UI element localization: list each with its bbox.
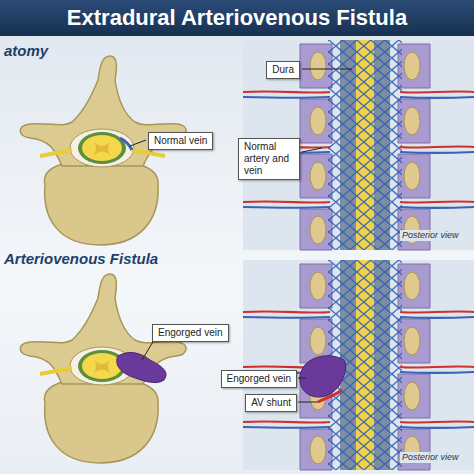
- callout-box: Engorged vein: [221, 370, 298, 388]
- callout-text: Dura: [272, 64, 294, 76]
- panel-label: atomy: [4, 42, 48, 60]
- callout-text: Engorged vein: [158, 327, 223, 339]
- callout-text: Normal vein: [154, 135, 207, 147]
- callout-box: Engorged vein: [152, 324, 229, 342]
- panel-label: Arteriovenous Fistula: [4, 250, 158, 268]
- callout-text: Engorged vein: [227, 373, 292, 385]
- view-label: Posterior view: [400, 230, 461, 241]
- title-text: Extradural Arteriovenous Fistula: [0, 5, 474, 31]
- callout-box: Normal vein: [148, 132, 213, 150]
- callout-box: AV shunt: [245, 394, 297, 412]
- view-label: Posterior view: [400, 452, 461, 463]
- callout-box: Dura: [266, 61, 300, 79]
- callout-text: AV shunt: [251, 397, 291, 409]
- callout-box: Normal artery and vein: [238, 138, 300, 180]
- callout-text: Normal artery and vein: [244, 141, 294, 177]
